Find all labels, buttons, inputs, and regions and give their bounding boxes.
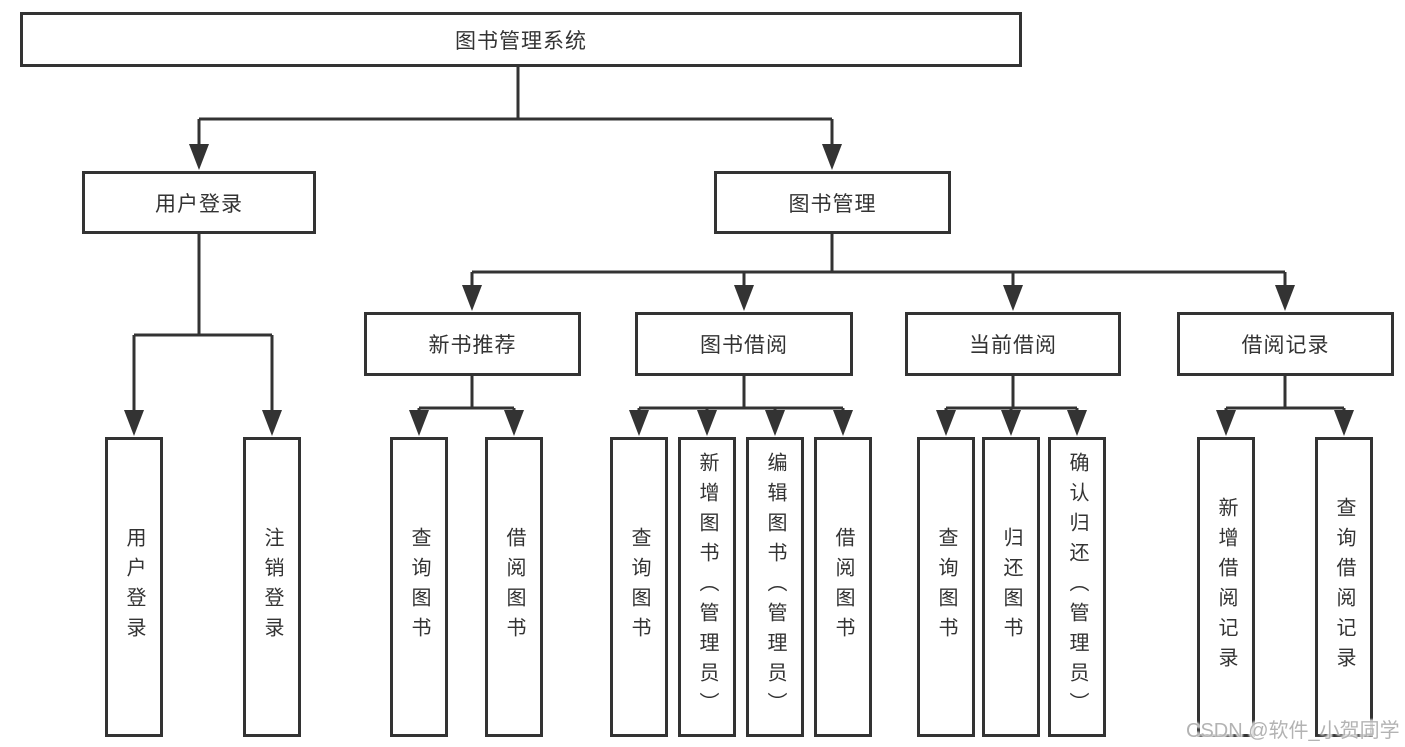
node-label: 查询图书 xyxy=(408,527,430,647)
arrowhead xyxy=(1001,410,1021,436)
node-label: 图书管理系统 xyxy=(455,29,587,53)
node-label: 用户登录 xyxy=(123,527,145,647)
arrowhead xyxy=(629,410,649,436)
node-label: 注销登录 xyxy=(261,527,283,647)
node-label: 借阅图书 xyxy=(832,527,854,647)
leaf-query-books: 查询图书 xyxy=(917,437,975,737)
node-borrow-records: 借阅记录 xyxy=(1177,312,1394,376)
leaf-logout: 注销登录 xyxy=(243,437,301,737)
arrowhead xyxy=(765,410,785,436)
leaf-add-borrow-record: 新增借阅记录 xyxy=(1197,437,1255,737)
branch-root xyxy=(189,67,842,170)
node-label: 查询图书 xyxy=(935,527,957,647)
node-book-borrow: 图书借阅 xyxy=(635,312,853,376)
leaf-add-books-admin: 新增图书（管理员） xyxy=(678,437,736,737)
csdn-watermark: CSDN @软件_小贺同学 xyxy=(1186,720,1400,742)
node-label: 查询借阅记录 xyxy=(1333,497,1355,677)
node-current-borrow: 当前借阅 xyxy=(905,312,1121,376)
arrowhead xyxy=(1216,410,1236,436)
arrowhead xyxy=(1334,410,1354,436)
arrowhead xyxy=(462,285,482,311)
arrowhead xyxy=(124,410,144,436)
node-label: 借阅图书 xyxy=(503,527,525,647)
node-label: 新增图书（管理员） xyxy=(696,452,718,722)
node-label: 确认归还（管理员） xyxy=(1066,452,1088,722)
leaf-borrow-books: 借阅图书 xyxy=(485,437,543,737)
arrowhead xyxy=(822,144,842,170)
leaf-edit-books-admin: 编辑图书（管理员） xyxy=(746,437,804,737)
node-label: 当前借阅 xyxy=(969,334,1057,357)
leaf-return-books: 归还图书 xyxy=(982,437,1040,737)
arrowhead xyxy=(409,410,429,436)
branch-book-mgmt xyxy=(462,234,1295,311)
leaf-query-books: 查询图书 xyxy=(610,437,668,737)
node-label: 编辑图书（管理员） xyxy=(764,452,786,722)
arrowhead xyxy=(697,410,717,436)
node-label: 新增借阅记录 xyxy=(1215,497,1237,677)
arrowhead xyxy=(1067,410,1087,436)
node-new-book-recommend: 新书推荐 xyxy=(364,312,581,376)
arrowhead xyxy=(1003,285,1023,311)
node-book-management: 图书管理 xyxy=(714,171,951,234)
node-label: 用户登录 xyxy=(155,192,243,216)
branch-borrow-records xyxy=(1216,376,1354,436)
arrowhead xyxy=(1275,285,1295,311)
leaf-confirm-return-admin: 确认归还（管理员） xyxy=(1048,437,1106,737)
node-label: 新书推荐 xyxy=(428,334,517,357)
arrowhead xyxy=(504,410,524,436)
leaf-borrow-books: 借阅图书 xyxy=(814,437,872,737)
node-label: 查询图书 xyxy=(628,527,650,647)
arrowhead xyxy=(189,144,209,170)
branch-new-book xyxy=(409,376,524,436)
arrowhead xyxy=(833,410,853,436)
leaf-query-borrow-record: 查询借阅记录 xyxy=(1315,437,1373,737)
branch-user-login xyxy=(124,234,282,436)
leaf-query-books: 查询图书 xyxy=(390,437,448,737)
node-user-login: 用户登录 xyxy=(82,171,316,234)
node-label: 图书借阅 xyxy=(700,334,788,357)
arrowhead xyxy=(262,410,282,436)
branch-book-borrow xyxy=(629,376,853,436)
branch-current-borrow xyxy=(936,376,1087,436)
node-root-system: 图书管理系统 xyxy=(20,12,1022,67)
node-label: 借阅记录 xyxy=(1241,334,1330,357)
node-label: 图书管理 xyxy=(788,192,877,216)
arrowhead xyxy=(936,410,956,436)
arrowhead xyxy=(734,285,754,311)
leaf-user-login: 用户登录 xyxy=(105,437,163,737)
node-label: 归还图书 xyxy=(1000,527,1022,647)
